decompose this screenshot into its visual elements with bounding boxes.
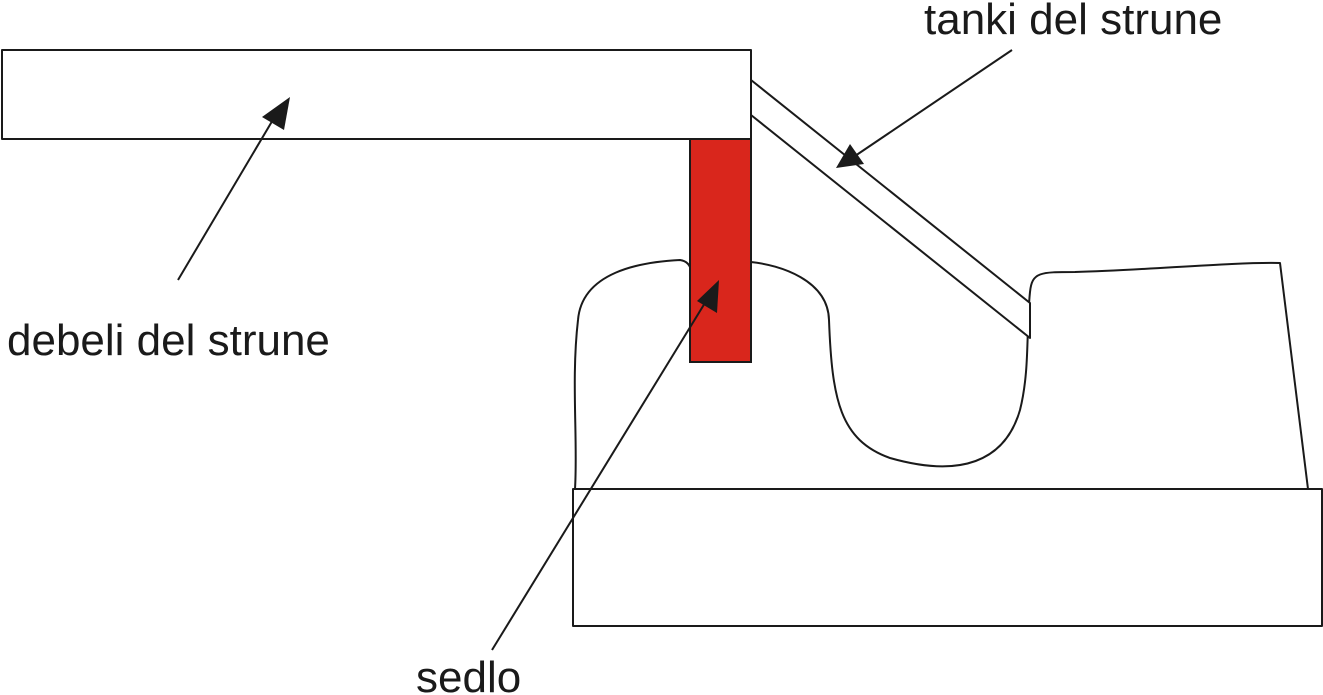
thick-string-label: debeli del strune	[7, 316, 330, 365]
saddle-leader	[491, 297, 709, 651]
bridge-base	[572, 488, 1323, 627]
saddle-label: sedlo	[416, 653, 521, 695]
thin-string-arrowhead	[836, 144, 864, 168]
saddle-arrowhead	[697, 280, 719, 313]
thick-string-arrowhead	[262, 97, 290, 130]
saddle	[689, 138, 752, 363]
bridge-body	[573, 259, 1309, 490]
thick-string	[1, 49, 752, 140]
thick-string-leader	[177, 117, 275, 281]
thin-string-leader	[854, 49, 1013, 157]
thin-string-label: tanki del strune	[924, 0, 1222, 44]
